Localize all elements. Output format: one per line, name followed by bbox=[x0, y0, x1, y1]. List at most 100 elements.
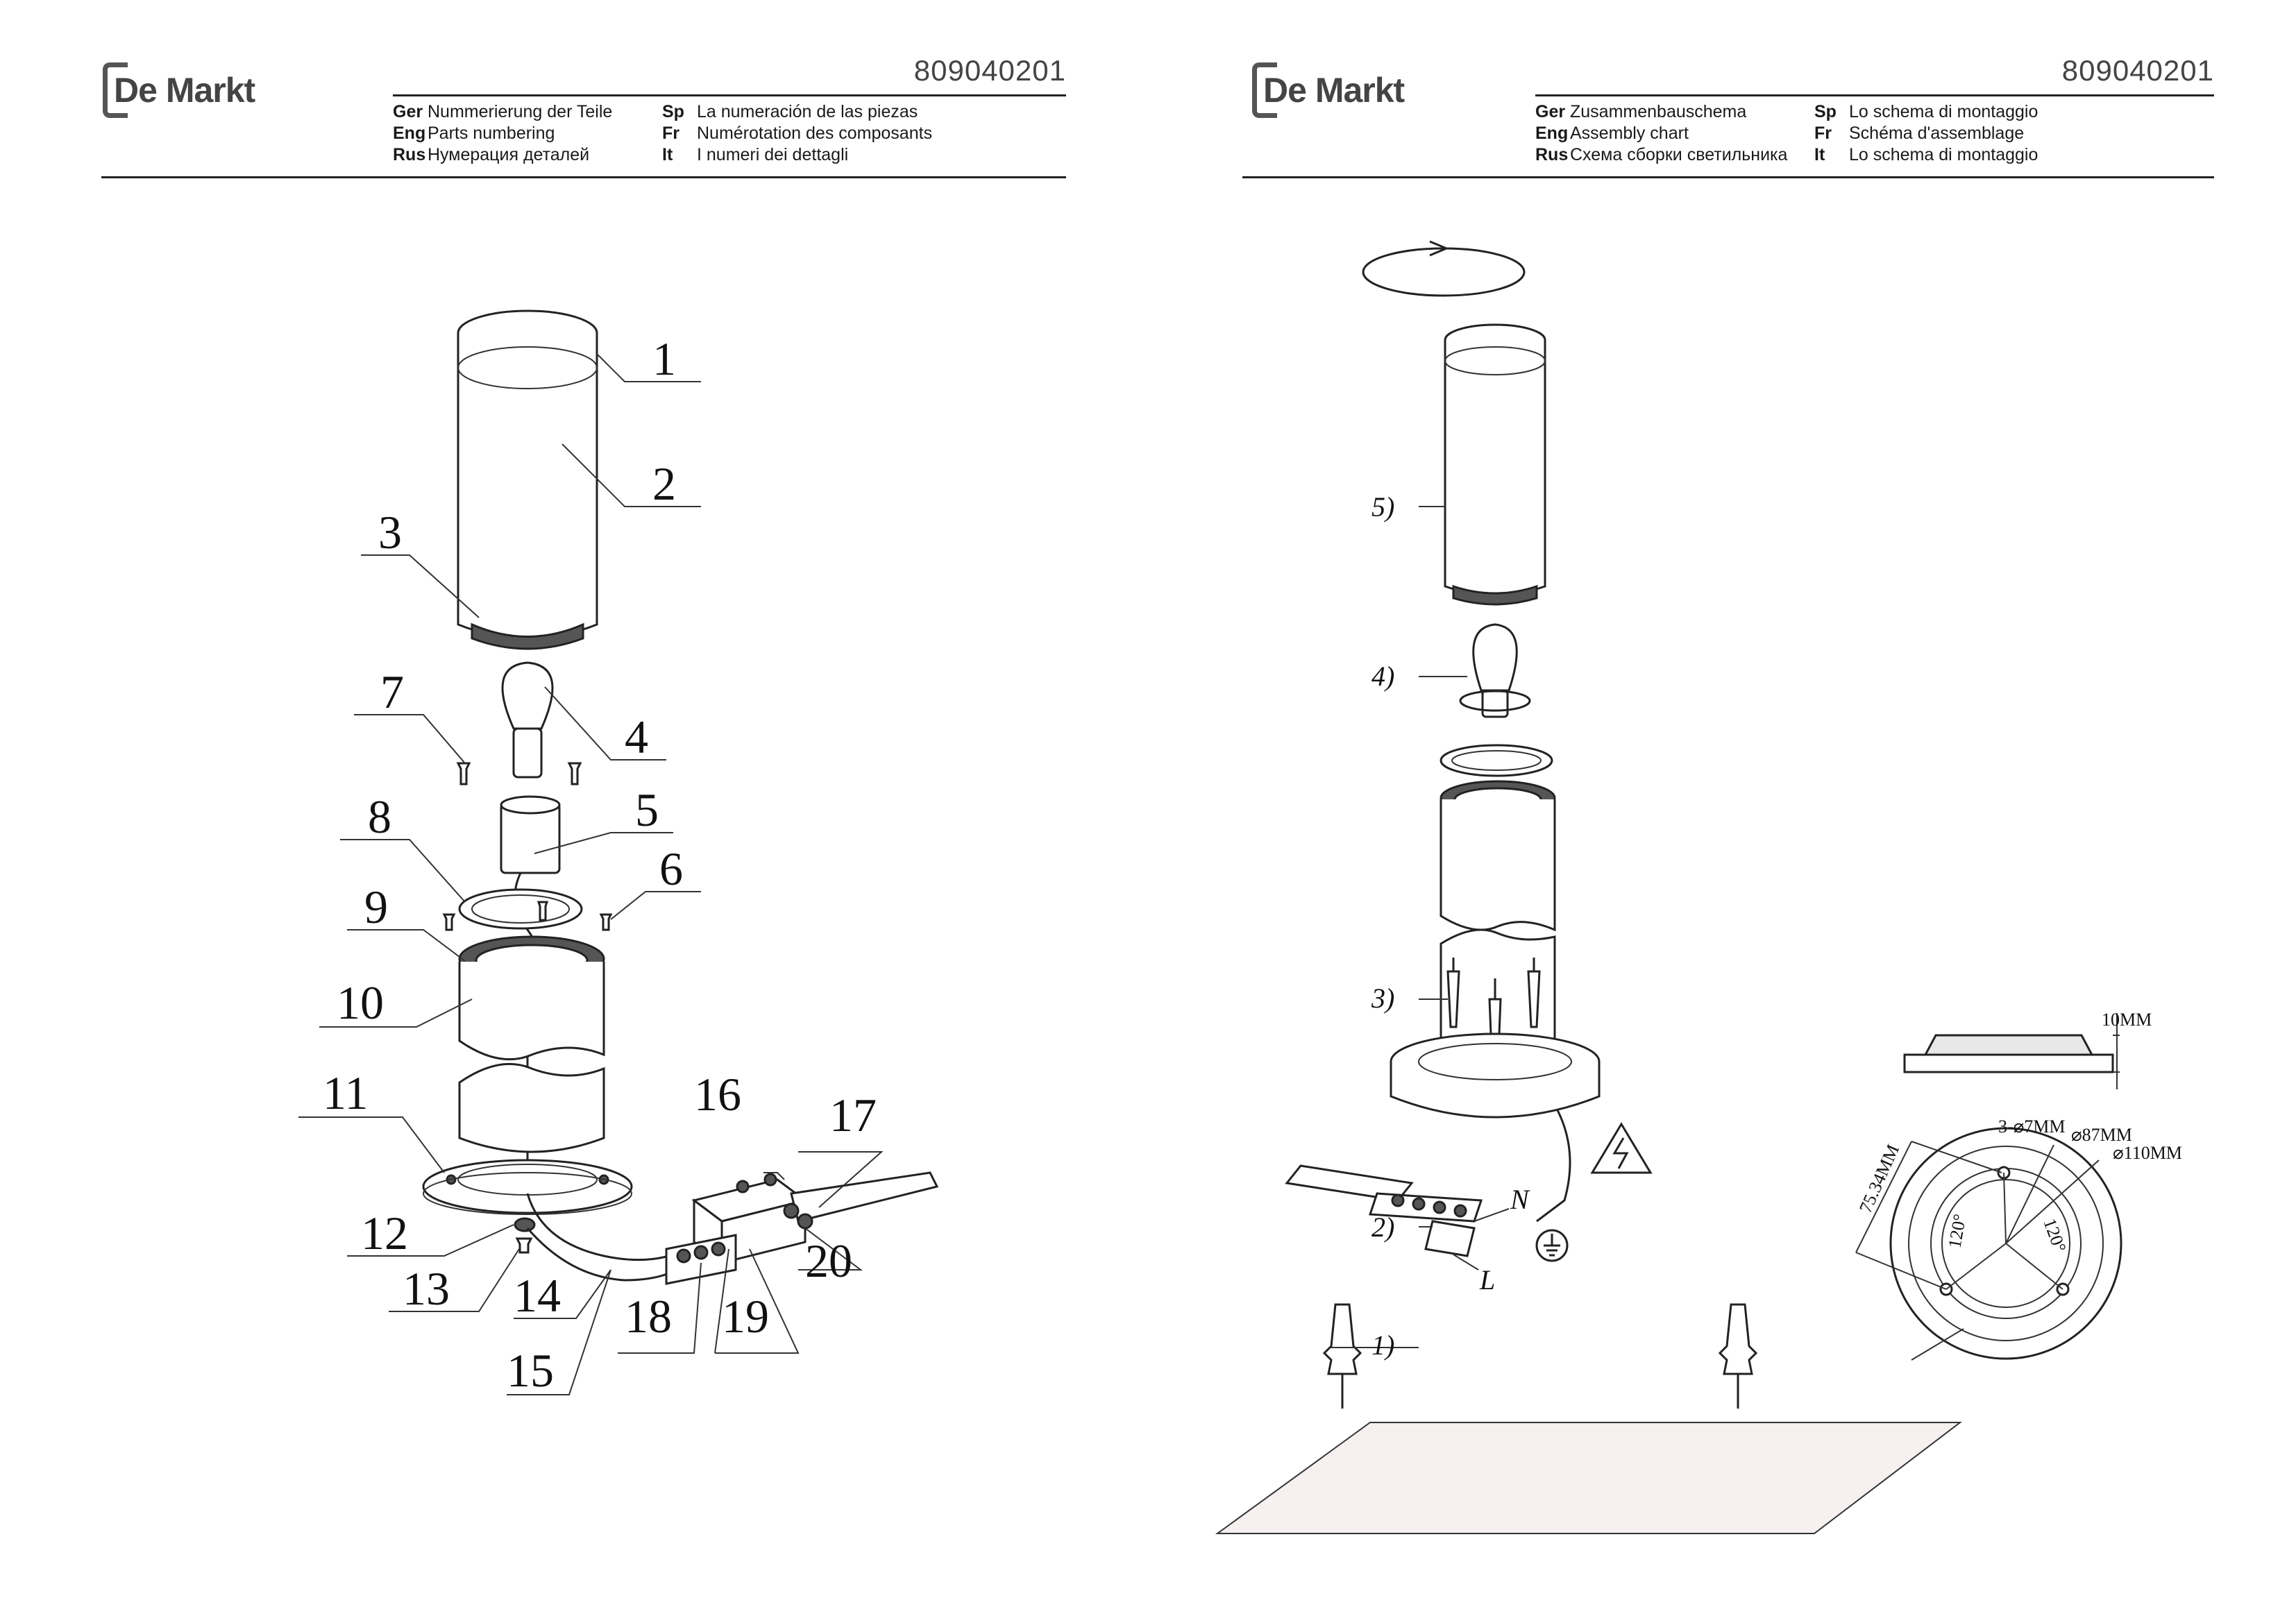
part-number: 12 bbox=[361, 1207, 408, 1259]
lamp-shade bbox=[457, 309, 598, 650]
part-number: 1 bbox=[652, 332, 676, 385]
leader-lines bbox=[298, 353, 884, 1395]
title-row: Sp La numeración de las piezas bbox=[662, 101, 932, 123]
part-number: 4 bbox=[625, 711, 648, 763]
step-number: 2) bbox=[1371, 1212, 1394, 1243]
title-text: Нумерация деталей bbox=[428, 145, 590, 164]
header-divider-top bbox=[393, 94, 1066, 96]
depth-dimension: 10MM bbox=[2102, 1010, 2152, 1030]
holes-dimension: 3-⌀7MM bbox=[1998, 1116, 2066, 1137]
light-bulb bbox=[1459, 623, 1531, 718]
part-number: 6 bbox=[659, 842, 683, 895]
title-row: Fr Schéma d'assemblage bbox=[1814, 123, 2038, 144]
title-row: It Lo schema di montaggio bbox=[1814, 144, 2038, 166]
title-text: Numérotation des composants bbox=[697, 124, 933, 143]
light-bulb bbox=[501, 661, 554, 779]
base-plate bbox=[422, 1159, 633, 1215]
title-text: I numeri dei dettagli bbox=[697, 145, 849, 164]
power-cable bbox=[1536, 1110, 1571, 1223]
terminal-block bbox=[1285, 1164, 1483, 1257]
logo-mark-icon bbox=[1252, 62, 1277, 118]
gasket-and-screw bbox=[514, 1217, 536, 1254]
power-cable bbox=[526, 1193, 688, 1261]
lang-code: It bbox=[1814, 145, 1825, 164]
terminal-block bbox=[665, 1171, 939, 1285]
part-number: 2 bbox=[652, 457, 676, 510]
live-leader bbox=[1453, 1254, 1479, 1271]
part-number: 15 bbox=[507, 1344, 554, 1397]
outer-diameter-dimension: ⌀110MM bbox=[2113, 1143, 2182, 1163]
header-divider-top bbox=[1535, 94, 2214, 96]
lamp-shade bbox=[1444, 323, 1546, 606]
neutral-leader bbox=[1474, 1208, 1510, 1222]
gasket-ring bbox=[1440, 744, 1553, 777]
logo-mark-icon bbox=[103, 62, 128, 118]
step-number: 3) bbox=[1371, 983, 1394, 1014]
title-text: Схема сборки светильника bbox=[1570, 145, 1788, 164]
lang-code: Eng bbox=[1535, 124, 1569, 143]
article-number: 809040201 bbox=[913, 54, 1066, 87]
brand-name-markt: Markt bbox=[156, 71, 255, 110]
lang-code: Eng bbox=[393, 124, 426, 143]
assembly-drawing: 5) 4) 3) 2) 1) N L 10MM bbox=[1215, 240, 2182, 1534]
part-number: 16 bbox=[694, 1068, 741, 1121]
part-number: 3 bbox=[378, 506, 402, 559]
title-text: Zusammenbauschema bbox=[1570, 102, 1747, 121]
lang-code: Ger bbox=[393, 102, 423, 121]
lang-code: Ger bbox=[1535, 102, 1566, 121]
title-text: Lo schema di montaggio bbox=[1849, 145, 2038, 164]
part-number: 10 bbox=[337, 976, 384, 1029]
brand-name-de: De bbox=[1263, 71, 1307, 110]
title-text: Parts numbering bbox=[428, 124, 555, 143]
electric-warning-icon bbox=[1590, 1122, 1653, 1174]
header-divider-bottom bbox=[101, 176, 1066, 178]
plate-side-profile bbox=[1903, 1013, 2120, 1089]
part-number: 17 bbox=[829, 1089, 877, 1141]
part-number: 11 bbox=[323, 1067, 368, 1119]
part-number: 13 bbox=[403, 1262, 450, 1315]
part-numbers: 1 2 3 4 5 6 7 8 9 10 11 12 13 14 15 16 1… bbox=[323, 332, 877, 1397]
part-number: 5 bbox=[635, 783, 659, 836]
part-number: 14 bbox=[514, 1269, 561, 1322]
step-numbers: 5) 4) 3) 2) 1) bbox=[1371, 491, 1394, 1361]
lang-code: Fr bbox=[1814, 124, 1832, 143]
lang-code: Sp bbox=[1814, 102, 1837, 121]
brand-name-de: De bbox=[114, 71, 158, 110]
step-leader-lines bbox=[1330, 506, 1467, 1348]
title-text: Nummerierung der Teile bbox=[428, 102, 613, 121]
part-number: 9 bbox=[364, 881, 388, 933]
title-text: Schéma d'assemblage bbox=[1849, 124, 2025, 143]
lang-code: Rus bbox=[1535, 145, 1569, 164]
lang-code: Sp bbox=[662, 102, 684, 121]
step-number: 5) bbox=[1371, 491, 1394, 522]
exploded-view-drawing: 1 2 3 4 5 6 7 8 9 10 11 12 13 14 15 16 1… bbox=[298, 309, 939, 1397]
screws-7 bbox=[456, 762, 582, 785]
wall-plugs bbox=[1322, 1303, 1758, 1409]
title-text: La numeración de las piezas bbox=[697, 102, 918, 121]
step-number: 4) bbox=[1371, 661, 1394, 692]
part-number: 7 bbox=[380, 665, 404, 718]
rotate-arrow-icon bbox=[1362, 240, 1526, 297]
base-tube bbox=[458, 935, 605, 1153]
step-number: 1) bbox=[1371, 1329, 1394, 1361]
part-number: 18 bbox=[625, 1290, 672, 1343]
brand-logo: De Markt bbox=[103, 62, 255, 118]
wall-surface bbox=[1215, 1422, 1962, 1534]
base-plate bbox=[1390, 1033, 1601, 1119]
title-row: Ger Nummerierung der Teile bbox=[393, 101, 612, 123]
brand-name-markt: Markt bbox=[1306, 71, 1405, 110]
lang-code: Rus bbox=[393, 145, 426, 164]
plate-top-view bbox=[1855, 1127, 2122, 1361]
header-divider-bottom bbox=[1242, 176, 2214, 178]
